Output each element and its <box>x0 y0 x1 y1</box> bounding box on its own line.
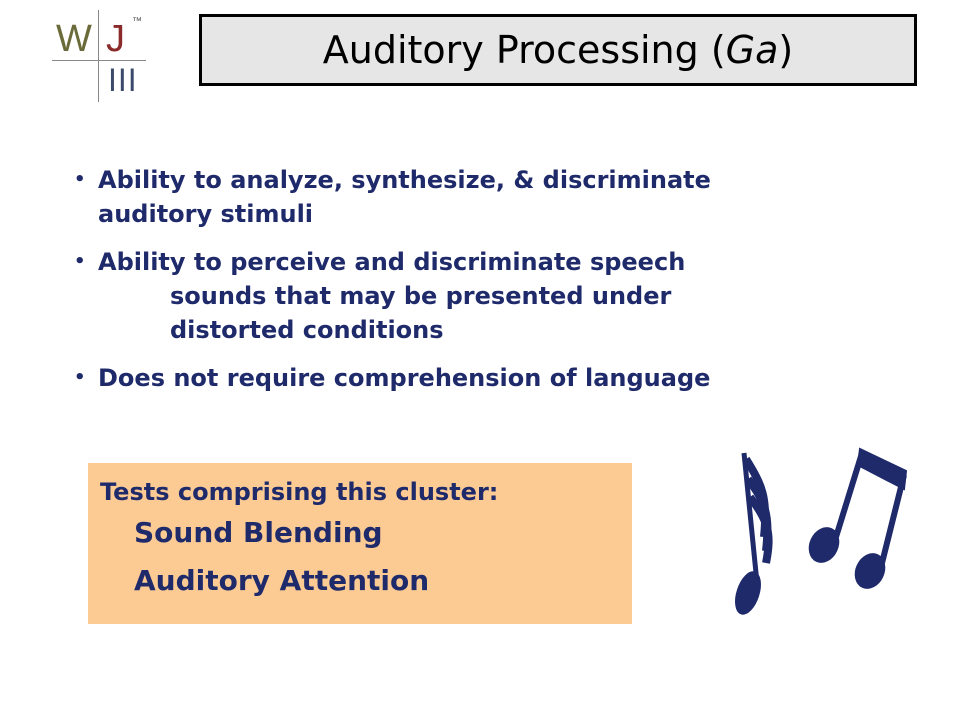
bullet-dot: • <box>74 367 86 388</box>
slide-title: Auditory Processing (Ga) <box>323 28 793 72</box>
logo-trademark: ™ <box>132 16 142 27</box>
test-item-auditory-attention: Auditory Attention <box>134 564 430 597</box>
logo-letter-w: W <box>56 18 92 60</box>
beamed-eighth-notes-icon <box>808 447 908 589</box>
bullet-item: • Ability to analyze, synthesize, & disc… <box>72 163 872 231</box>
bullet-list: • Ability to analyze, synthesize, & disc… <box>72 163 872 409</box>
logo-horizontal-line <box>52 60 146 61</box>
bullet-line: Ability to perceive and discriminate spe… <box>98 248 686 276</box>
wj-logo: W J ™ III <box>52 10 152 105</box>
title-box: Auditory Processing (Ga) <box>199 14 917 86</box>
logo-letter-j: J <box>106 18 125 60</box>
music-notes-icon <box>735 447 908 615</box>
title-italic: Ga <box>725 28 779 72</box>
test-item-sound-blending: Sound Blending <box>134 516 383 549</box>
bullet-line: distorted conditions <box>170 316 444 344</box>
tests-box: Tests comprising this cluster: Sound Ble… <box>88 463 632 624</box>
tests-heading: Tests comprising this cluster: <box>100 478 499 506</box>
bullet-line: sounds that may be presented under <box>170 282 672 310</box>
sixteenth-note-icon <box>735 452 773 615</box>
bullet-dot: • <box>74 169 86 190</box>
logo-roman-numeral: III <box>108 62 138 98</box>
bullet-line: Ability to analyze, synthesize, & discri… <box>98 166 711 194</box>
title-close: ) <box>778 28 794 72</box>
logo-vertical-line <box>98 10 99 102</box>
bullet-line: Does not require comprehension of langua… <box>98 364 711 392</box>
bullet-dot: • <box>74 251 86 272</box>
bullet-line: auditory stimuli <box>98 200 314 228</box>
bullet-item: • Ability to perceive and discriminate s… <box>72 245 872 347</box>
title-main: Auditory Processing ( <box>322 28 726 72</box>
bullet-item: • Does not require comprehension of lang… <box>72 361 872 395</box>
